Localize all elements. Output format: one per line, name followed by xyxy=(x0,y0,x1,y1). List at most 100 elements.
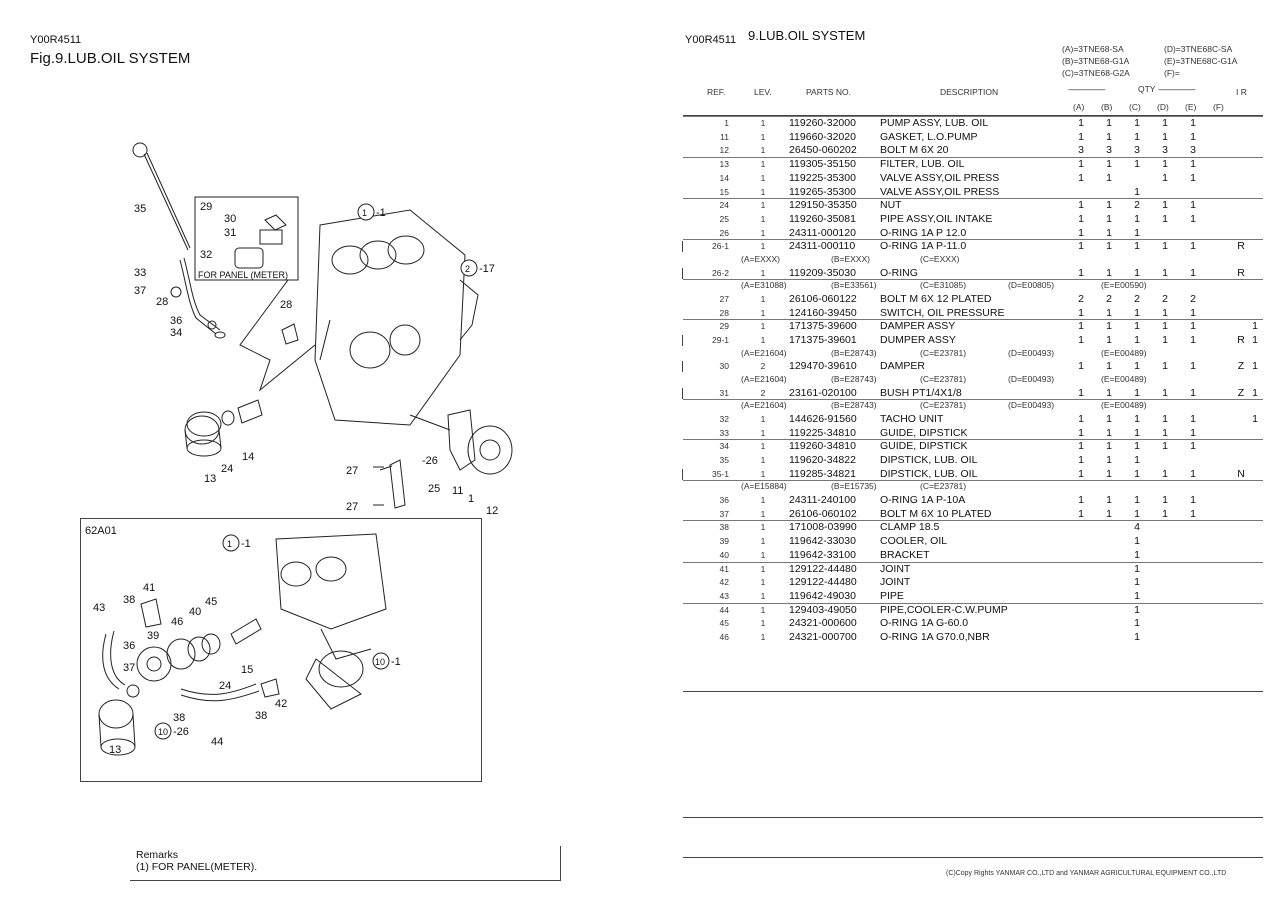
note-ref-cell: 1 xyxy=(1252,386,1258,399)
part-number-cell: 171375-39601 xyxy=(789,334,857,346)
ref-cell: 29 xyxy=(719,321,729,332)
qty-cell: 1 xyxy=(1106,360,1112,373)
serial-range-row: (A=E21604)(B=E28743)(C=E23781)(D=E00493)… xyxy=(683,348,1263,360)
qty-cell: 1 xyxy=(1134,306,1140,319)
ref-cell: 29-1 xyxy=(711,335,729,345)
description-cell: VALVE ASSY,OIL PRESS xyxy=(880,171,1000,184)
ref-cell: 26 xyxy=(719,227,729,238)
header-qty-dashes-right: -------------------- xyxy=(1158,84,1196,94)
part-number-cell: 24311-000120 xyxy=(789,226,856,239)
callout-1b: 1 xyxy=(468,493,474,505)
serial-range: (E=E00590) xyxy=(1101,280,1147,291)
qty-cell: 1 xyxy=(1078,386,1084,399)
description-cell: BOLT M 6X 20 xyxy=(880,144,949,157)
qty-cell: 1 xyxy=(1162,440,1168,453)
change-marker xyxy=(682,267,683,279)
callout-37: 37 xyxy=(134,285,146,297)
inset-callout-13: 13 xyxy=(109,744,121,756)
description-cell: PIPE ASSY,OIL INTAKE xyxy=(880,212,993,225)
ref-cell: 1 xyxy=(724,118,729,128)
qty-cell: 1 xyxy=(1190,412,1196,425)
qty-header-5: (F) xyxy=(1213,102,1224,112)
ref-cell: 27 xyxy=(719,293,729,304)
callout-34: 34 xyxy=(170,327,182,339)
qty-cell: 1 xyxy=(1078,467,1084,480)
level-cell: 1 xyxy=(760,145,766,156)
ref-cell: 26-1 xyxy=(711,241,729,252)
qty-cell: 1 xyxy=(1134,185,1140,198)
qty-cell: 1 xyxy=(1162,386,1168,399)
callout-2-suffix: -17 xyxy=(479,263,495,275)
serial-range: (C=E23781) xyxy=(920,374,967,384)
note-ref-cell: 1 xyxy=(1252,320,1258,333)
qty-cell: 1 xyxy=(1190,158,1196,171)
header-parts-no: PARTS NO. xyxy=(806,87,852,97)
qty-cell: 4 xyxy=(1134,521,1140,534)
qty-cell: 1 xyxy=(1078,226,1084,239)
qty-cell: 1 xyxy=(1190,266,1196,279)
qty-cell: 1 xyxy=(1134,130,1140,143)
part-number-cell: 119642-33100 xyxy=(789,548,856,561)
qty-cell: 1 xyxy=(1134,240,1140,253)
inset-exploded-diagram: 1 -1 41 38 43 39 46 40 45 36 37 38 10 -2… xyxy=(93,533,401,756)
qty-cell: 1 xyxy=(1162,158,1168,171)
description-cell: DAMPER xyxy=(880,360,925,373)
qty-cell: 1 xyxy=(1078,494,1084,506)
level-cell: 1 xyxy=(760,172,766,183)
description-cell: DAMPER ASSY xyxy=(880,320,956,333)
remark-code-cell: N xyxy=(1237,467,1245,480)
callout-2: 2 xyxy=(465,264,470,274)
level-cell: 1 xyxy=(760,604,766,615)
ref-cell: 46 xyxy=(719,632,729,642)
part-number-cell: 129122-44480 xyxy=(789,576,857,589)
ref-cell: 13 xyxy=(719,159,729,170)
serial-range: (A=E15884) xyxy=(741,481,787,492)
model-b: (B)=3TNE68-G1A xyxy=(1062,56,1130,66)
callout-panel-meter: FOR PANEL (METER) xyxy=(198,270,288,280)
description-cell: BRACKET xyxy=(880,548,930,561)
level-cell: 1 xyxy=(760,186,766,197)
part-number-cell: 171375-39600 xyxy=(789,320,857,333)
qty-cell: 1 xyxy=(1162,240,1168,253)
qty-cell: 1 xyxy=(1134,426,1140,439)
level-cell: 1 xyxy=(760,536,766,547)
inset-callout-40: 40 xyxy=(189,606,201,618)
callout-28: 28 xyxy=(280,299,292,311)
qty-cell: 1 xyxy=(1106,171,1112,184)
qty-cell: 1 xyxy=(1162,199,1168,212)
qty-cell: 1 xyxy=(1078,158,1084,171)
inset-callout-1: 1 xyxy=(227,539,232,549)
qty-cell: 1 xyxy=(1134,334,1140,346)
inset-code: 62A01 xyxy=(85,525,117,537)
ref-cell: 11 xyxy=(720,131,729,142)
callout-11: 11 xyxy=(452,485,463,497)
callout-1-suffix: -1 xyxy=(376,207,386,219)
page-code-left: Y00R4511 xyxy=(30,34,82,46)
inset-callout-26: -26 xyxy=(173,726,189,738)
qty-cell: 1 xyxy=(1134,576,1140,589)
ref-cell: 45 xyxy=(719,618,729,629)
part-number-cell: 119642-49030 xyxy=(789,589,856,602)
dipstick-guide-tube xyxy=(183,257,221,331)
level-cell: 1 xyxy=(760,590,766,601)
ref-cell: 34 xyxy=(719,441,729,452)
description-cell: PIPE xyxy=(880,589,904,602)
inset-callout-45: 45 xyxy=(205,596,217,608)
qty-cell: 1 xyxy=(1190,130,1196,143)
inset-callout-37: 37 xyxy=(123,662,135,674)
part-number-cell: 119620-34822 xyxy=(789,454,856,466)
part-number-cell: 23161-020100 xyxy=(789,386,857,399)
panel-meter-box xyxy=(194,196,299,281)
level-cell: 1 xyxy=(760,468,766,479)
serial-range: (A=E31088) xyxy=(741,280,787,291)
ref-cell: 42 xyxy=(719,577,729,588)
level-cell: 1 xyxy=(760,441,766,452)
part-number-cell: 171008-03990 xyxy=(789,521,857,534)
change-marker xyxy=(682,361,683,373)
serial-range: (D=E00493) xyxy=(1008,347,1055,358)
qty-cell: 1 xyxy=(1106,412,1112,425)
